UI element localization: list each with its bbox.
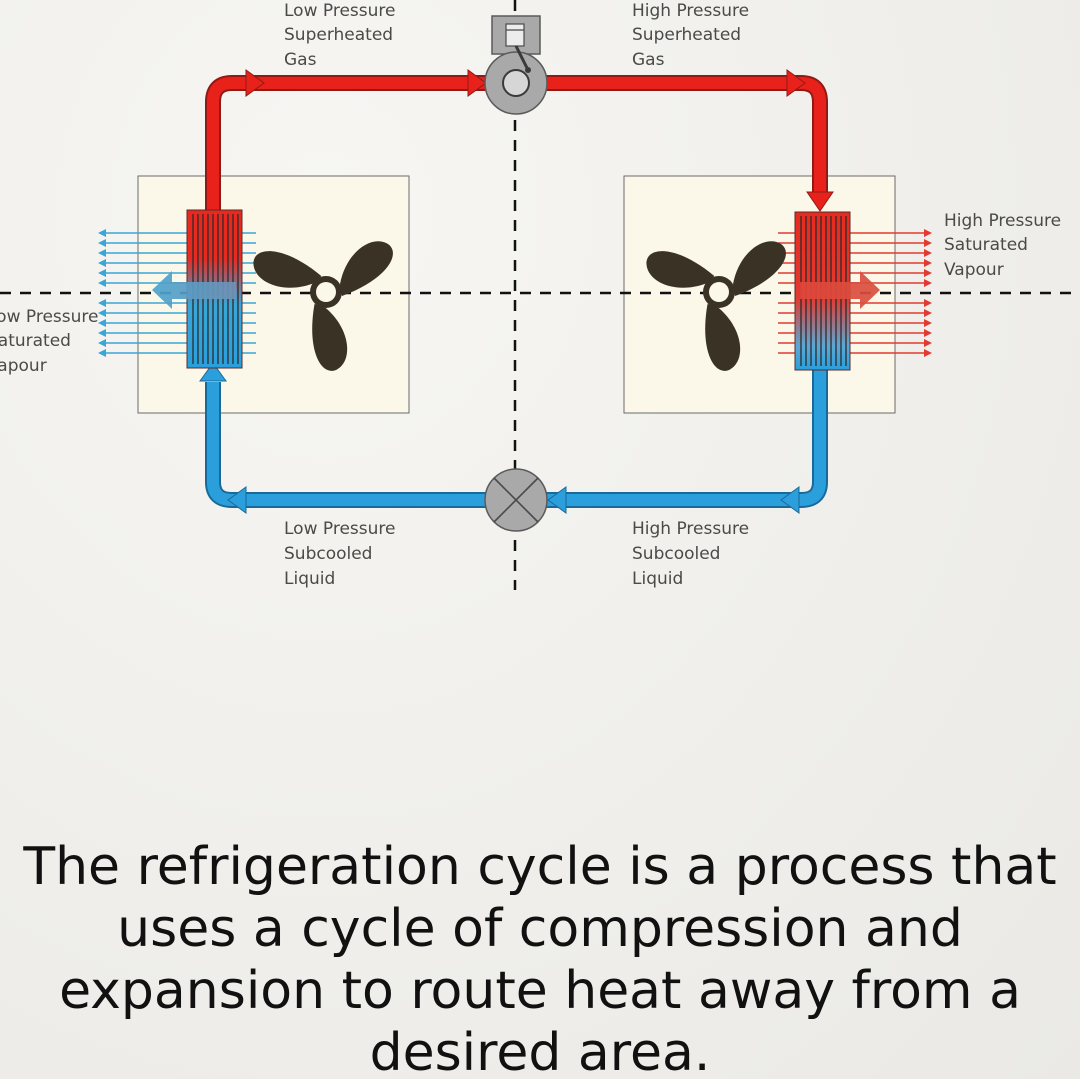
caption-text: The refrigeration cycle is a process tha… (23, 837, 1057, 1079)
flow-arrow-icon (786, 69, 806, 97)
flow-arrow-icon (467, 69, 487, 97)
compressor-icon (484, 15, 548, 115)
cold-pipe (199, 362, 828, 514)
expansion-valve-icon (484, 468, 548, 532)
label-low-pressure-superheated-gas: Low Pressure Superheated Gas (284, 1, 401, 70)
flow-arrow-icon (780, 486, 800, 514)
condenser-coil (778, 211, 932, 371)
label-low-pressure-subcooled-liquid: Low Pressure Subcooled Liquid (284, 519, 401, 589)
label-high-pressure-saturated-vapour: High Pressure Saturated Vapour (944, 211, 1066, 280)
flow-arrow-icon (199, 362, 227, 382)
label-high-pressure-superheated-gas: High Pressure Superheated Gas (632, 1, 754, 70)
evaporator-coil (98, 209, 256, 369)
hot-pipe (205, 69, 834, 212)
heat-flow-arrow-icon (800, 271, 880, 309)
heat-flow-arrow-icon (152, 271, 236, 309)
flow-arrow-icon (806, 191, 834, 212)
flow-arrow-icon (245, 69, 265, 97)
flow-arrow-icon (547, 486, 567, 514)
label-low-pressure-saturated-vapour: Low Pressure Saturated Vapour (0, 307, 104, 376)
label-high-pressure-subcooled-liquid: High Pressure Subcooled Liquid (632, 519, 754, 589)
flow-arrow-icon (227, 486, 247, 514)
